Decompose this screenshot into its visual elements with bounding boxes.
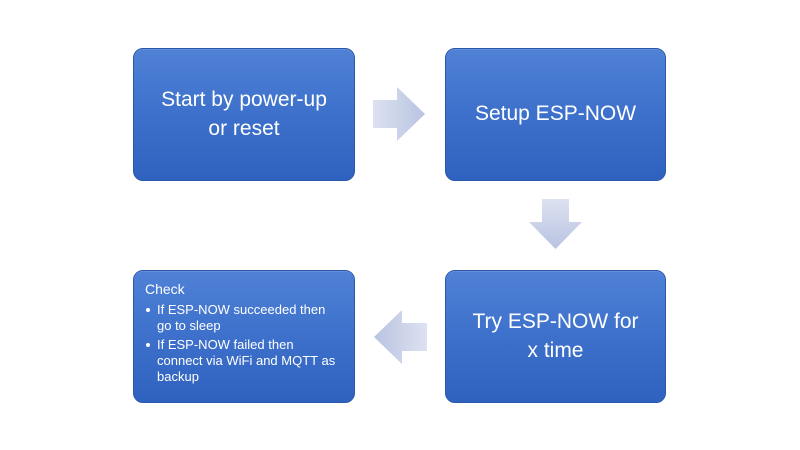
setup-step-label: Setup ESP-NOW xyxy=(474,102,637,126)
arrow-left-icon xyxy=(374,310,427,364)
try-step-box: Try ESP-NOW for x time xyxy=(445,270,666,403)
arrow-right-icon xyxy=(373,87,425,141)
setup-step-box: Setup ESP-NOW xyxy=(445,48,666,181)
try-step-label: Try ESP-NOW for x time xyxy=(472,310,639,362)
arrow-down-icon xyxy=(529,199,582,249)
check-step-title: Check xyxy=(145,281,185,297)
start-step-label: Start by power-up or reset xyxy=(161,88,327,140)
check-item-success: If ESP-NOW succeeded then go to sleep xyxy=(145,302,342,334)
check-item-failure: If ESP-NOW failed then connect via WiFi … xyxy=(145,337,342,385)
check-step-box: Check If ESP-NOW succeeded then go to sl… xyxy=(133,270,355,403)
start-step-box: Start by power-up or reset xyxy=(133,48,355,181)
check-step-list: If ESP-NOW succeeded then go to sleep If… xyxy=(145,302,342,385)
